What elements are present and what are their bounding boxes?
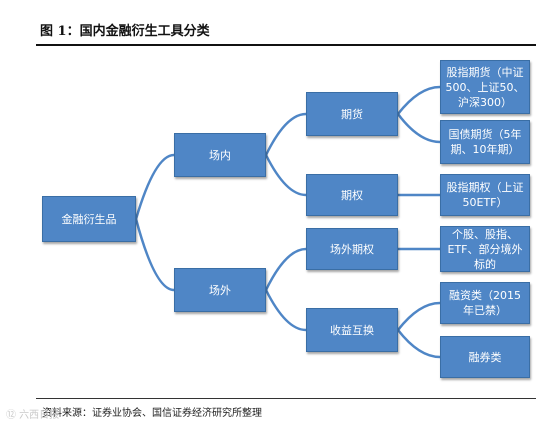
node-securities-lending: 融券类 [440,336,530,378]
node-return-swap: 收益互换 [306,308,398,352]
node-offsite: 场外 [174,268,266,312]
node-bond-futures: 国债期货（5年期、10年期） [440,120,530,164]
node-financial-derivatives: 金融衍生品 [42,196,136,242]
node-onsite: 场内 [174,133,266,177]
title-rule [36,44,536,46]
node-margin-financing: 融资类（2015年已禁） [440,282,530,324]
node-index-options: 股指期权（上证50ETF） [440,174,530,216]
connector-offsite-swap [264,289,307,332]
node-futures: 期货 [306,92,398,136]
connector-onsite-futures [264,112,307,156]
connector-onsite-options [264,154,307,197]
connector-futures-index [397,85,441,115]
connector-root-offsite [134,218,175,292]
connector-swap-lending [397,329,441,359]
figure-title: 图 1：国内金融衍生工具分类 [40,24,210,39]
node-otc-underlying: 个股、股指、ETF、部分境外标的 [440,226,530,272]
node-options: 期权 [306,174,398,216]
source-note: 资料来源：证券业协会、国信证券经济研究所整理 [42,408,262,419]
connector-root-onsite [134,153,175,220]
watermark: ⑫ 六西日报 [6,410,60,421]
source-rule [36,398,536,399]
connector-offsite-otcoptions [264,247,307,291]
connector-swap-financing [397,301,441,331]
connector-futures-bond [397,113,441,144]
node-index-futures: 股指期货（中证500、上证50、沪深300） [440,60,530,114]
node-otc-options: 场外期权 [306,228,398,270]
